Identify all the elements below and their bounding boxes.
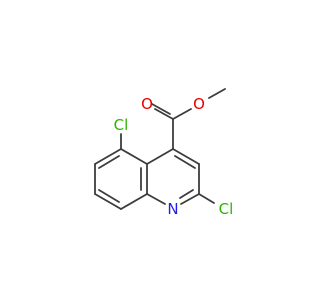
atom-o-ester: O (193, 95, 205, 113)
molecule-canvas: O O Cl Cl N (94, 88, 234, 218)
bond-c2-n1-inner (179, 189, 194, 199)
atom-cl-5: Cl (114, 116, 129, 134)
bond-ester-o-single (172, 108, 192, 120)
bond-c4-c3-inner (174, 155, 196, 169)
atom-labels: O O Cl Cl N (114, 95, 234, 218)
bond-c7-c8-inner (98, 189, 120, 203)
bond-c2-cl (198, 193, 215, 204)
atom-n-ring: N (167, 200, 178, 218)
molecule-structure: O O Cl Cl N (94, 88, 234, 218)
bond-c4a-c5 (120, 148, 148, 165)
bond-c5-c6-inner (98, 155, 120, 169)
atom-cl-2: Cl (219, 200, 234, 218)
bond-o-methyl (208, 88, 226, 99)
bond-c2-n1 (180, 193, 200, 205)
bond-c8-c8a (120, 193, 148, 210)
bond-c4a-c4 (146, 148, 174, 165)
bond-n1-c8a (146, 193, 166, 205)
bonds (94, 88, 226, 210)
bond-ester-o-carbonyl-double (151, 103, 171, 115)
bond-c7-c8 (94, 193, 122, 210)
bond-ester-o-carbonyl (154, 108, 174, 120)
atom-o-carbonyl: O (141, 95, 153, 113)
bond-c5-c6 (94, 148, 122, 165)
bond-c4-c3 (172, 148, 200, 165)
